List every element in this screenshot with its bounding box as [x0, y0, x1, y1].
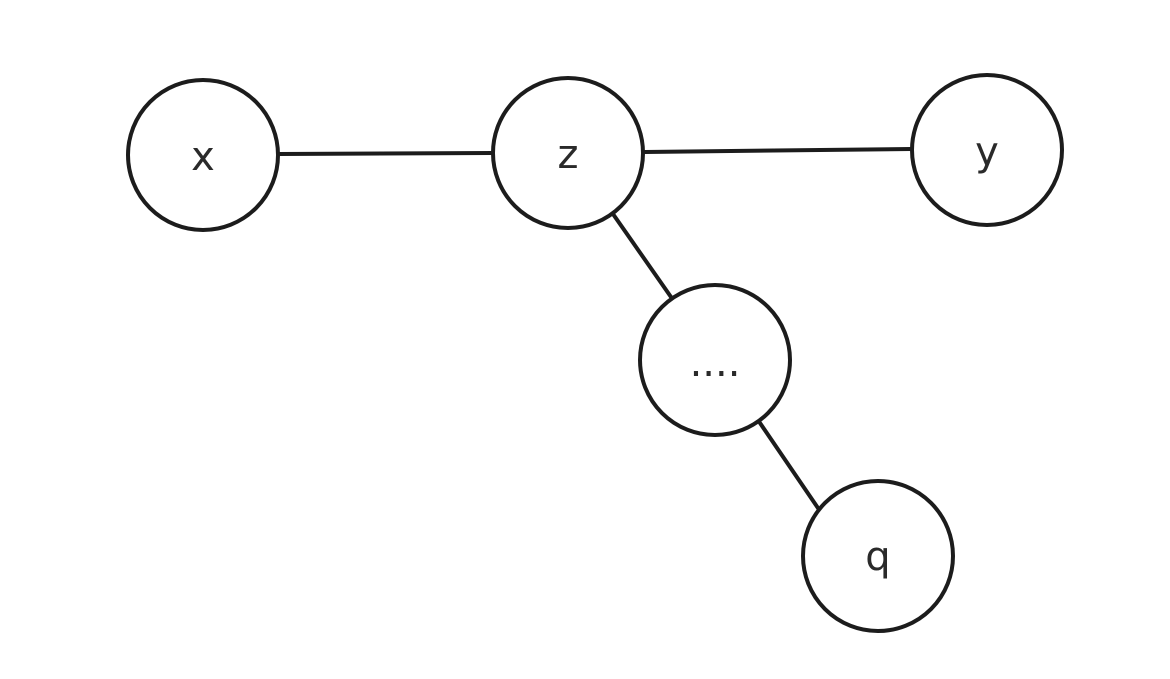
node-z-circle — [491, 76, 645, 230]
node-q-label: q — [865, 534, 890, 580]
node-x-label: x — [191, 134, 215, 180]
node-q-circle — [801, 479, 955, 633]
node-y-circle — [910, 73, 1064, 227]
node-y: y — [910, 73, 1064, 227]
edges-layer — [277, 147, 913, 513]
edge-mid-q — [758, 421, 822, 513]
node-ellipsis-circle — [638, 283, 792, 437]
node-q: q — [801, 479, 955, 633]
node-ellipsis: .... — [638, 283, 792, 437]
node-y-label: y — [975, 129, 999, 175]
nodes-layer: x z y .... q — [126, 73, 1064, 633]
node-z: z — [491, 76, 645, 230]
edge-z-y — [643, 147, 913, 154]
node-ellipsis-label: .... — [690, 340, 741, 386]
edge-x-z — [277, 151, 494, 156]
node-x-circle — [126, 78, 280, 232]
node-x: x — [126, 78, 280, 232]
edge-z-mid — [611, 212, 673, 299]
node-z-label: z — [558, 132, 579, 178]
